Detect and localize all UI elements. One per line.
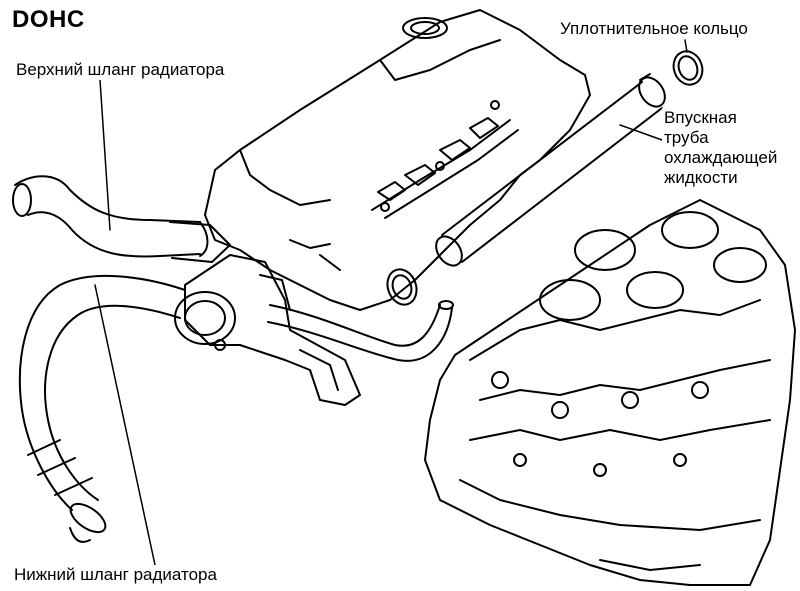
label-pipe-line-4: жидкости: [664, 168, 738, 187]
label-pipe-line-3: охлаждающей: [664, 148, 778, 167]
label-coolant-inlet-pipe: Впускная труба охлаждающей жидкости: [662, 108, 780, 188]
coolant-inlet-pipe: [435, 73, 666, 267]
leader-lower-hose: [94, 284, 156, 566]
bypass-hose: [267, 300, 454, 362]
engine-block: [424, 199, 796, 586]
leader-lines: [94, 39, 688, 566]
o-ring-bottom: [386, 268, 418, 306]
label-o-ring: Уплотнительное кольцо: [558, 19, 750, 39]
leader-inlet-pipe: [619, 124, 663, 141]
diagram-title: DOHC: [12, 6, 85, 33]
lower-radiator-hose: [18, 274, 186, 543]
upper-radiator-hose: [12, 175, 231, 263]
thermostat-housing: [174, 254, 361, 406]
label-pipe-line-2: труба: [664, 128, 709, 147]
leader-o-ring: [684, 39, 688, 53]
o-ring-top: [672, 50, 704, 86]
label-lower-radiator-hose: Нижний шланг радиатора: [12, 565, 219, 585]
label-pipe-line-1: Впускная: [664, 108, 737, 127]
leader-upper-hose: [99, 79, 111, 231]
cylinder-head: [204, 9, 591, 311]
label-upper-radiator-hose: Верхний шланг радиатора: [14, 60, 227, 80]
